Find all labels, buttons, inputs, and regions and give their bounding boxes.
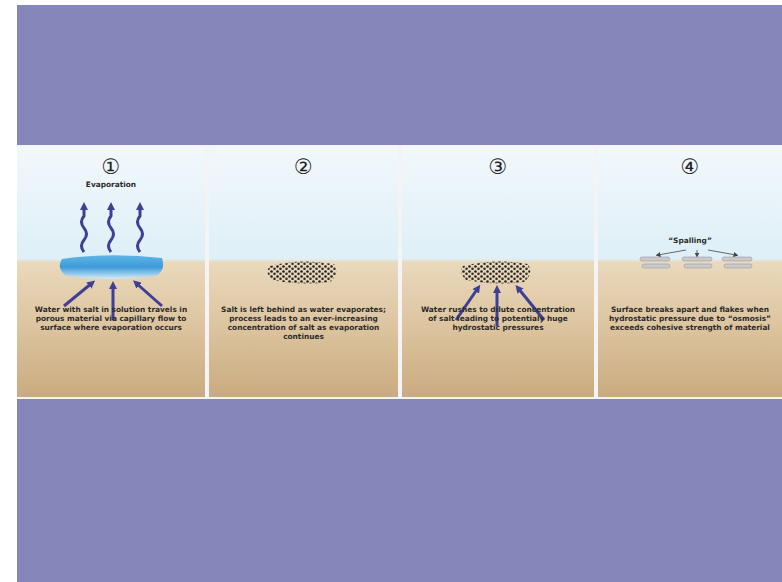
water-pool	[60, 255, 163, 279]
step-number: ①	[21, 155, 201, 179]
step-number: ②	[213, 155, 394, 179]
step-label: “Spalling”	[602, 236, 778, 245]
step-number: ④	[602, 155, 778, 179]
step-panel: ①EvaporationWater with salt in solution …	[17, 147, 205, 397]
step-number: ③	[406, 155, 590, 179]
evaporation-arrows	[82, 206, 143, 252]
step-label: Evaporation	[21, 180, 201, 189]
step-description: Salt is left behind as water evaporates;…	[219, 305, 388, 341]
salt-deposit	[461, 261, 530, 283]
step-description: Water with salt in solution travels in p…	[27, 305, 195, 332]
step-panel: ③ Water rushes to dilute concentration of…	[402, 147, 594, 397]
spall-flakes	[640, 257, 752, 268]
step-panel: ② Salt is left behind as water evaporates…	[209, 147, 398, 397]
water-arrows	[456, 288, 544, 326]
salt-deposit	[267, 261, 336, 283]
step-description: Water rushes to dilute concentration of …	[416, 305, 580, 332]
leader-lines	[658, 250, 736, 255]
step-description: Surface breaks apart and flakes when hyd…	[606, 305, 774, 332]
capillary-arrows	[64, 283, 162, 320]
step-panel: ④ “Spalling” Surface breaks apart and flak…	[598, 147, 782, 397]
